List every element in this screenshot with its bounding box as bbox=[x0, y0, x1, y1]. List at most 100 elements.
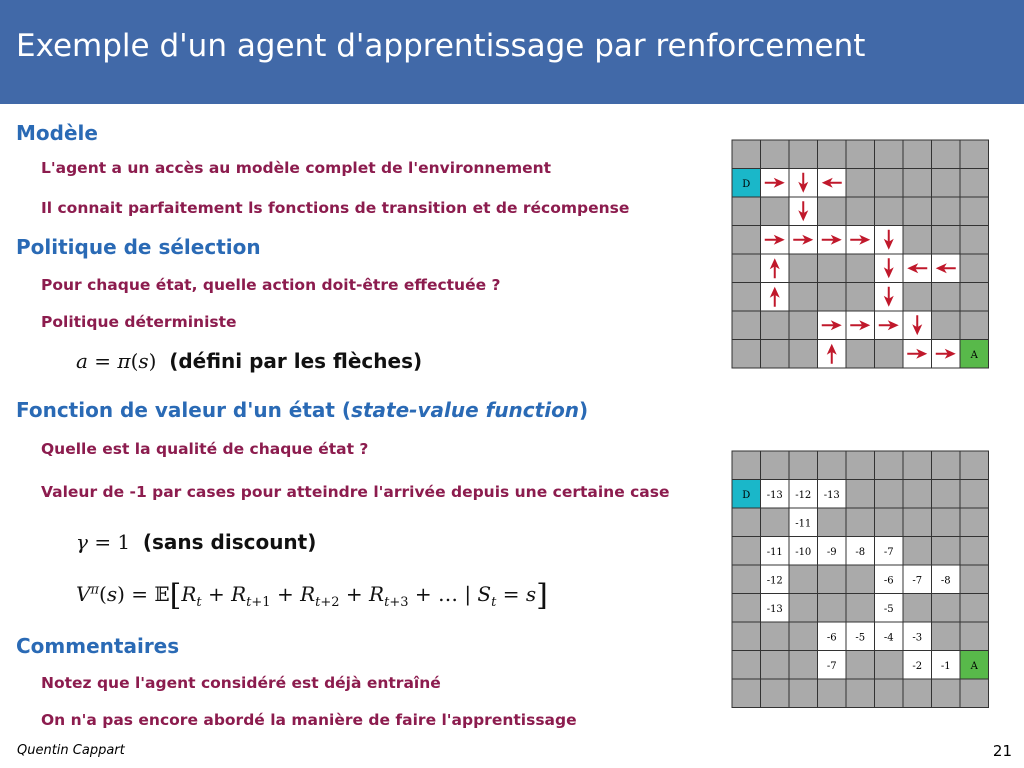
policy-grid-cell bbox=[902, 139, 932, 169]
policy-grid-cell bbox=[760, 139, 790, 169]
politique-item-2: Politique déterministe bbox=[41, 313, 237, 331]
policy-grid-cell bbox=[731, 339, 761, 369]
value-grid-goal-cell bbox=[959, 650, 989, 680]
policy-grid-cell bbox=[731, 253, 761, 283]
value-grid-cell bbox=[731, 507, 761, 537]
value-grid-cell bbox=[959, 621, 989, 651]
valeur-item-2: Valeur de -1 par cases pour atteindre l'… bbox=[41, 483, 670, 501]
value-grid-cell bbox=[874, 621, 904, 651]
value-grid-cell bbox=[788, 678, 818, 708]
policy-grid-goal-label: A bbox=[970, 350, 979, 361]
value-grid-cell bbox=[902, 479, 932, 509]
policy-grid-cell bbox=[931, 139, 961, 169]
policy-arrow-right-icon bbox=[935, 348, 956, 359]
value-grid-cell bbox=[731, 678, 761, 708]
policy-arrow-down-icon bbox=[883, 258, 894, 279]
value-grid-value: -6 bbox=[884, 575, 894, 586]
policy-grid-cell bbox=[845, 139, 875, 169]
policy-grid-start-cell bbox=[731, 168, 761, 198]
policy-grid-cell bbox=[902, 196, 932, 226]
policy-grid-cell bbox=[845, 196, 875, 226]
value-grid-cell bbox=[817, 593, 847, 623]
policy-grid-cell bbox=[874, 168, 904, 198]
value-grid-cell bbox=[731, 564, 761, 594]
value-grid-cell bbox=[902, 650, 932, 680]
policy-arrow-up-icon bbox=[826, 343, 837, 364]
value-grid-value: -1 bbox=[941, 661, 951, 672]
commentaires-item-2: On n'a pas encore abordé la manière de f… bbox=[41, 711, 577, 729]
value-grid-cell bbox=[788, 507, 818, 537]
policy-grid-cell bbox=[959, 310, 989, 340]
policy-grid-start-label: D bbox=[742, 179, 750, 190]
value-grid-cell bbox=[931, 536, 961, 566]
value-grid-cell bbox=[959, 564, 989, 594]
value-grid-cell bbox=[931, 450, 961, 480]
value-grid-value: -7 bbox=[827, 661, 837, 672]
value-function-formula: Vπ(s) = 𝔼[Rt + Rt+1 + Rt+2 + Rt+3 + … | … bbox=[76, 578, 548, 613]
value-grid-value: -5 bbox=[855, 632, 865, 643]
value-grid-value: -5 bbox=[884, 604, 894, 615]
footer-author: Quentin Cappart bbox=[17, 743, 125, 758]
policy-grid-cell bbox=[817, 139, 847, 169]
value-grid-cell bbox=[817, 678, 847, 708]
value-grid-start-cell bbox=[731, 479, 761, 509]
value-grid-cell bbox=[817, 564, 847, 594]
value-grid-value: -6 bbox=[827, 632, 837, 643]
section-modele-heading: Modèle bbox=[16, 121, 98, 145]
value-grid-value: -13 bbox=[767, 490, 783, 501]
policy-formula: a = π(s) (défini par les flèches) bbox=[76, 349, 423, 373]
value-grid-value: -10 bbox=[795, 547, 811, 558]
policy-grid-cell bbox=[788, 310, 818, 340]
value-grid-cell bbox=[845, 593, 875, 623]
policy-grid-cell bbox=[788, 253, 818, 283]
value-grid-cell bbox=[874, 507, 904, 537]
policy-grid-cell bbox=[874, 139, 904, 169]
value-grid-cell bbox=[874, 678, 904, 708]
policy-grid: DA bbox=[731, 139, 989, 369]
section-valeur-heading: Fonction de valeur d'un état (state-valu… bbox=[16, 398, 589, 422]
value-grid-cell bbox=[731, 621, 761, 651]
value-grid-value: -11 bbox=[795, 518, 811, 529]
policy-grid-cell bbox=[760, 196, 790, 226]
section-commentaires-heading: Commentaires bbox=[16, 634, 180, 658]
value-grid-value: -4 bbox=[884, 632, 894, 643]
value-grid-cell bbox=[931, 621, 961, 651]
policy-arrow-down-icon bbox=[883, 286, 894, 307]
policy-grid-cell bbox=[874, 196, 904, 226]
value-grid-cell bbox=[874, 650, 904, 680]
policy-arrow-down-icon bbox=[883, 229, 894, 250]
value-grid-cell bbox=[902, 593, 932, 623]
policy-arrow-right-icon bbox=[764, 177, 785, 188]
policy-grid-cell bbox=[845, 168, 875, 198]
policy-grid-cell bbox=[760, 339, 790, 369]
policy-grid-cell bbox=[902, 225, 932, 255]
value-grid-cell bbox=[845, 507, 875, 537]
value-grid-cell bbox=[760, 621, 790, 651]
policy-arrow-up-icon bbox=[769, 286, 780, 307]
value-grid-cell bbox=[931, 678, 961, 708]
value-grid-cell bbox=[760, 650, 790, 680]
policy-grid-cell bbox=[959, 282, 989, 312]
policy-arrow-right-icon bbox=[764, 234, 785, 245]
value-grid-value: -3 bbox=[912, 632, 922, 643]
policy-grid-goal-cell bbox=[959, 339, 989, 369]
policy-grid-cell bbox=[959, 225, 989, 255]
value-grid-start-label: D bbox=[742, 490, 750, 501]
policy-grid-cell bbox=[902, 282, 932, 312]
policy-grid-cell bbox=[902, 168, 932, 198]
value-grid-cell bbox=[817, 621, 847, 651]
value-grid-cell bbox=[788, 564, 818, 594]
policy-arrow-right-icon bbox=[878, 320, 899, 331]
policy-grid-cell bbox=[931, 310, 961, 340]
value-grid-cell bbox=[959, 479, 989, 509]
policy-grid-cell bbox=[760, 310, 790, 340]
value-grid-value: -12 bbox=[767, 575, 783, 586]
value-grid-value: -13 bbox=[824, 490, 840, 501]
value-grid-cell bbox=[731, 536, 761, 566]
valeur-item-1: Quelle est la qualité de chaque état ? bbox=[41, 440, 369, 458]
policy-arrow-up-icon bbox=[769, 258, 780, 279]
policy-arrow-right-icon bbox=[850, 320, 871, 331]
policy-grid-cell bbox=[959, 168, 989, 198]
policy-grid-cell bbox=[845, 253, 875, 283]
value-grid-value: -7 bbox=[912, 575, 922, 586]
